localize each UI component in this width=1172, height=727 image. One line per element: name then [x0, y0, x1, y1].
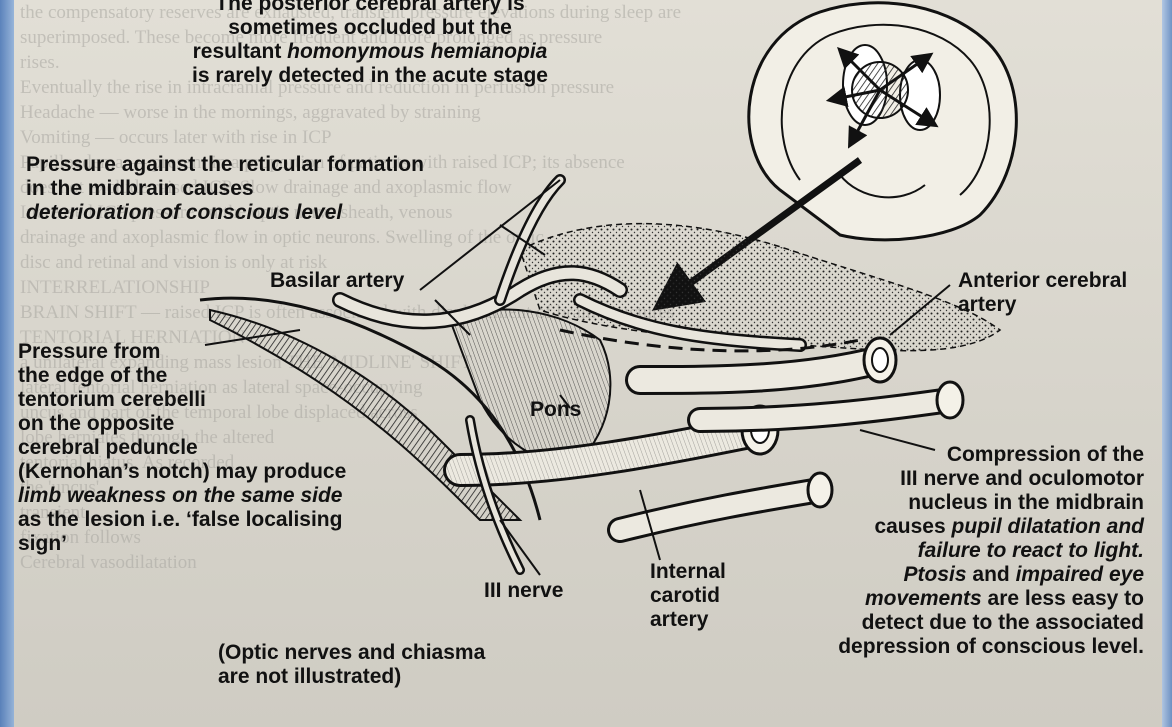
tentorium-line-3: tentorium cerebelli: [18, 388, 346, 412]
pons-label: Pons: [530, 398, 581, 422]
compression-line-6-italic-2: impaired eye: [1016, 563, 1144, 586]
compression-line-6: Ptosis and impaired eye: [792, 563, 1144, 587]
reticular-line-1: Pressure against the reticular formation: [26, 153, 424, 177]
posterior-line-4: is rarely detected in the acute stage: [150, 64, 590, 88]
compression-line-4-italic: pupil dilatation and: [952, 515, 1145, 538]
compression-line-9: depression of conscious level.: [792, 635, 1144, 659]
compression-label: Compression of the III nerve and oculomo…: [792, 443, 1144, 659]
internal-carotid-label: Internal carotid artery: [650, 560, 726, 632]
tentorium-line-8: as the lesion i.e. ‘false localising: [18, 508, 346, 532]
tentorium-line-4: on the opposite: [18, 412, 346, 436]
tentorium-line-2: the edge of the: [18, 364, 346, 388]
posterior-cerebral-label: The posterior cerebral artery is sometim…: [150, 0, 590, 88]
tentorium-line-9: sign’: [18, 532, 346, 556]
tentorium-line-1: Pressure from: [18, 340, 346, 364]
compression-line-2: III nerve and oculomotor: [792, 467, 1144, 491]
compression-line-7-plain: are less easy to: [982, 587, 1144, 610]
posterior-line-1: The posterior cerebral artery is: [150, 0, 590, 16]
compression-line-4-plain: causes: [874, 515, 951, 538]
posterior-line-3-italic: homonymous hemianopia: [287, 40, 547, 63]
reticular-line-3: deterioration of conscious level: [26, 201, 424, 225]
anterior-line-2: artery: [958, 293, 1127, 317]
optic-line-1: (Optic nerves and chiasma: [218, 641, 485, 665]
optic-line-2: are not illustrated): [218, 665, 485, 689]
reticular-line-2: in the midbrain causes: [26, 177, 424, 201]
compression-line-8: detect due to the associated: [792, 611, 1144, 635]
anterior-line-1: Anterior cerebral: [958, 269, 1127, 293]
compression-line-5: failure to react to light.: [792, 539, 1144, 563]
optic-note-label: (Optic nerves and chiasma are not illust…: [218, 641, 485, 689]
tentorium-line-7: limb weakness on the same side: [18, 484, 346, 508]
posterior-line-3: resultant homonymous hemianopia: [150, 40, 590, 64]
posterior-line-2: sometimes occluded but the: [150, 16, 590, 40]
compression-line-4: causes pupil dilatation and: [792, 515, 1144, 539]
basilar-artery-label: Basilar artery: [270, 269, 404, 293]
posterior-line-3-plain: resultant: [193, 40, 288, 63]
anterior-cerebral-label: Anterior cerebral artery: [958, 269, 1127, 317]
carotid-line-3: artery: [650, 608, 726, 632]
compression-line-1: Compression of the: [792, 443, 1144, 467]
compression-line-7: movements are less easy to: [792, 587, 1144, 611]
tentorium-label: Pressure from the edge of the tentorium …: [18, 340, 346, 556]
reticular-formation-label: Pressure against the reticular formation…: [26, 153, 424, 225]
compression-line-6-italic-1: Ptosis: [904, 563, 967, 586]
carotid-line-1: Internal: [650, 560, 726, 584]
tentorium-line-5: cerebral peduncle: [18, 436, 346, 460]
iii-nerve-label: III nerve: [484, 579, 563, 603]
tentorium-line-6: (Kernohan’s notch) may produce: [18, 460, 346, 484]
compression-line-6-plain: and: [967, 563, 1016, 586]
carotid-line-2: carotid: [650, 584, 726, 608]
compression-line-7-italic: movements: [865, 587, 982, 610]
compression-line-3: nucleus in the midbrain: [792, 491, 1144, 515]
brain-section-inset: [749, 3, 1017, 240]
temporal-lobe-stipple: [520, 224, 1000, 351]
